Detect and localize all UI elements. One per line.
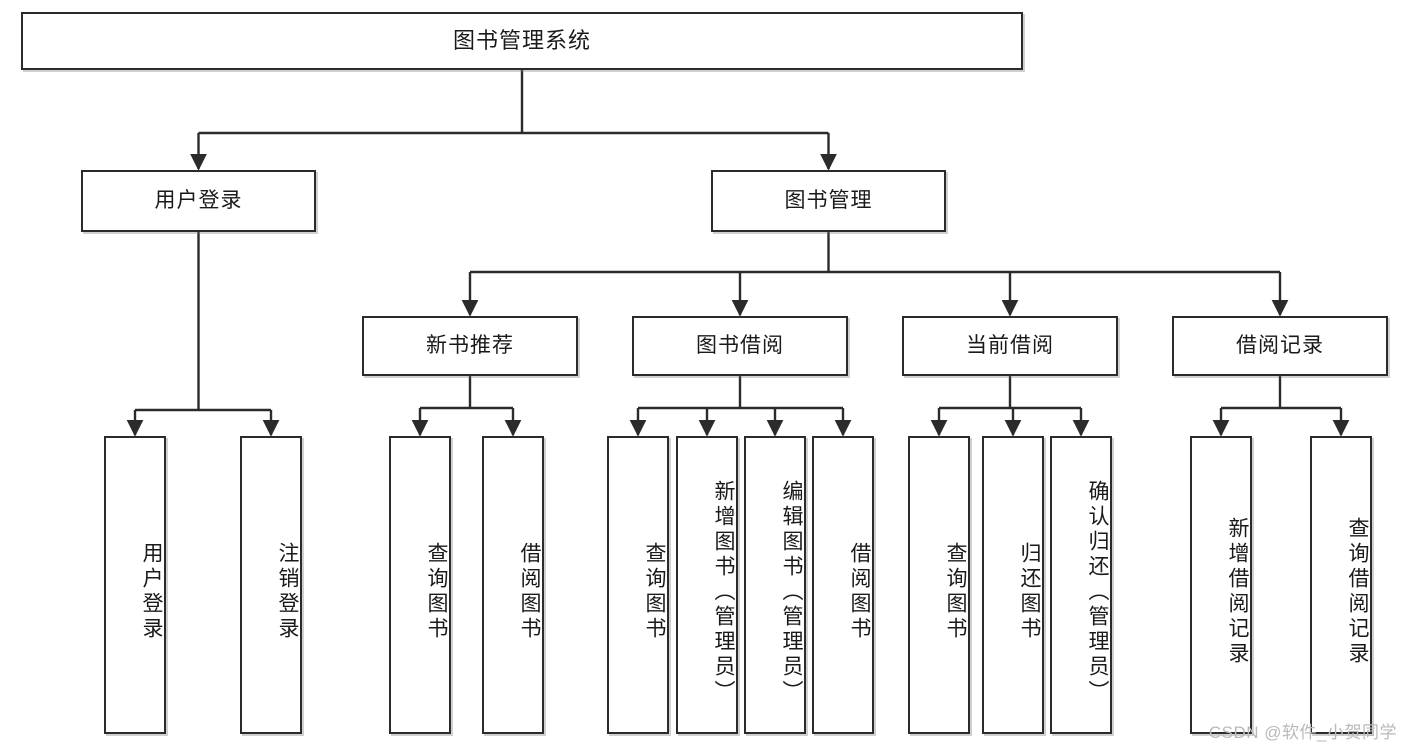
leaf-current-confirm-return-label: 确认归还（管理员）: [1086, 479, 1109, 705]
leaf-current-query-books-label: 查询图书: [944, 542, 967, 642]
leaf-record-query-record[interactable]: 查询借阅记录: [1310, 436, 1372, 734]
node-user-login-label: 用户登录: [154, 189, 243, 213]
leaf-newbook-query-books[interactable]: 查询图书: [389, 436, 451, 734]
node-current-borrow[interactable]: 当前借阅: [902, 316, 1118, 376]
leaf-user-login[interactable]: 用户登录: [104, 436, 166, 734]
leaf-newbook-query-books-label: 查询图书: [425, 542, 448, 642]
leaf-user-logout-label: 注销登录: [276, 542, 299, 642]
node-book-borrow[interactable]: 图书借阅: [632, 316, 848, 376]
leaf-borrow-borrow-book[interactable]: 借阅图书: [812, 436, 874, 734]
node-root[interactable]: 图书管理系统: [21, 12, 1023, 70]
node-book-manage[interactable]: 图书管理: [711, 170, 946, 232]
node-current-borrow-label: 当前借阅: [966, 334, 1054, 358]
leaf-record-query-record-label: 查询借阅记录: [1346, 517, 1369, 667]
node-new-book-recommend[interactable]: 新书推荐: [362, 316, 578, 376]
node-book-borrow-label: 图书借阅: [696, 334, 784, 358]
leaf-newbook-borrow-books[interactable]: 借阅图书: [482, 436, 544, 734]
leaf-user-logout[interactable]: 注销登录: [240, 436, 302, 734]
leaf-newbook-borrow-books-label: 借阅图书: [518, 542, 541, 642]
leaf-borrow-add-book-label: 新增图书（管理员）: [712, 479, 735, 705]
leaf-borrow-query-books-label: 查询图书: [643, 542, 666, 642]
csdn-watermark: CSDN @软件_小贺同学: [1208, 723, 1397, 742]
leaf-borrow-edit-book[interactable]: 编辑图书（管理员）: [744, 436, 806, 734]
leaf-current-return-book[interactable]: 归还图书: [982, 436, 1044, 734]
node-borrow-record[interactable]: 借阅记录: [1172, 316, 1388, 376]
leaf-borrow-borrow-book-label: 借阅图书: [848, 542, 871, 642]
node-root-label: 图书管理系统: [452, 27, 591, 53]
leaf-current-query-books[interactable]: 查询图书: [908, 436, 970, 734]
node-borrow-record-label: 借阅记录: [1236, 334, 1324, 358]
leaf-current-return-book-label: 归还图书: [1018, 542, 1041, 642]
leaf-user-login-label: 用户登录: [140, 542, 163, 642]
node-book-manage-label: 图书管理: [784, 189, 873, 213]
leaf-borrow-add-book[interactable]: 新增图书（管理员）: [676, 436, 738, 734]
leaf-record-add-record[interactable]: 新增借阅记录: [1190, 436, 1252, 734]
leaf-record-add-record-label: 新增借阅记录: [1226, 517, 1249, 667]
node-user-login[interactable]: 用户登录: [81, 170, 316, 232]
leaf-borrow-edit-book-label: 编辑图书（管理员）: [780, 479, 803, 705]
leaf-current-confirm-return[interactable]: 确认归还（管理员）: [1050, 436, 1112, 734]
node-new-book-recommend-label: 新书推荐: [426, 334, 514, 358]
leaf-borrow-query-books[interactable]: 查询图书: [607, 436, 669, 734]
